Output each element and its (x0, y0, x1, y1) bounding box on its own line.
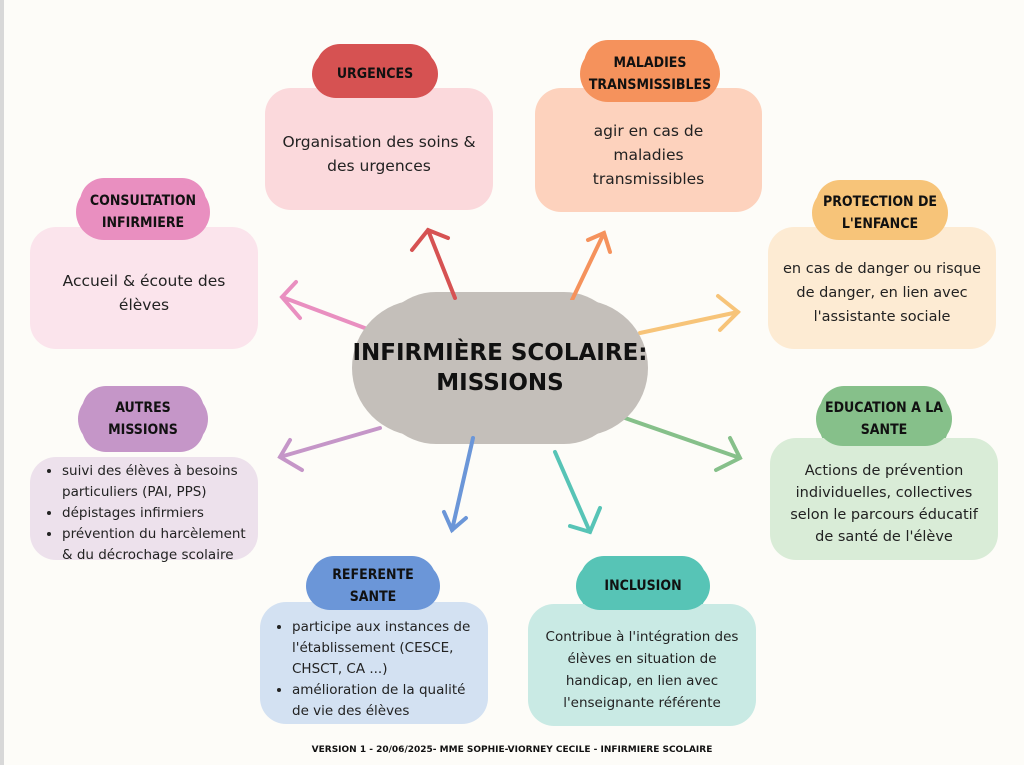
autres-label: AUTRES MISSIONS (78, 386, 208, 452)
maladies-text: agir en cas de maladies transmissibles (592, 122, 705, 188)
urgences-text: Organisation des soins & des urgences (282, 133, 476, 175)
arrow-education (623, 416, 743, 472)
central-topic: INFIRMIÈRE SCOLAIRE: MISSIONS (352, 292, 648, 444)
footer-credit: VERSION 1 - 20/06/2025- MME SOPHIE-VIORN… (311, 745, 713, 755)
protection-box: en cas de danger ou risque de danger, en… (768, 227, 996, 349)
protection-label: PROTECTION DE L'ENFANCE (812, 180, 948, 246)
maladies-label: MALADIES TRANSMISSIBLES (580, 40, 720, 108)
consultation-text: Accueil & écoute des élèves (62, 272, 226, 314)
inclusion-box: Contribue à l'intégration des élèves en … (528, 604, 756, 726)
list-item: suivi des élèves à besoins particuliers … (62, 461, 248, 503)
arrow-referente (442, 436, 475, 534)
autres-list: suivi des élèves à besoins particuliers … (44, 461, 248, 566)
inclusion-label: INCLUSION (576, 556, 710, 616)
arrow-urgences (410, 227, 457, 300)
education-box: Actions de prévention individuelles, col… (770, 438, 998, 560)
page-edge (0, 0, 4, 765)
arrow-autres (277, 426, 382, 472)
arrow-consultation (279, 280, 372, 332)
urgences-box: Organisation des soins & des urgences (265, 88, 493, 210)
maladies-box: agir en cas de maladies transmissibles (535, 88, 762, 212)
referente-box: participe aux instances de l'établisseme… (260, 602, 488, 724)
list-item: prévention du harcèlement & du décrochag… (62, 524, 248, 566)
autres-box: suivi des élèves à besoins particuliers … (30, 457, 258, 563)
urgences-label: URGENCES (312, 44, 438, 104)
education-text: Actions de prévention individuelles, col… (790, 463, 978, 545)
referente-label: REFERENTE SANTE (306, 556, 440, 616)
referente-list: participe aux instances de l'établisseme… (274, 617, 478, 722)
education-label: EDUCATION A LA SANTE (816, 386, 952, 452)
list-item: participe aux instances de l'établisseme… (292, 617, 478, 680)
list-item: dépistages infirmiers (62, 503, 248, 524)
protection-text: en cas de danger ou risque de danger, en… (783, 261, 981, 325)
arrow-protection (638, 294, 741, 335)
arrow-maladies (570, 230, 612, 302)
consultation-box: Accueil & écoute des élèves (30, 227, 258, 349)
center-title-line1: INFIRMIÈRE SCOLAIRE: (352, 340, 648, 366)
inclusion-text: Contribue à l'intégration des élèves en … (545, 629, 739, 711)
consultation-label: CONSULTATION INFIRMIERE (76, 178, 210, 246)
center-title-line2: MISSIONS (436, 370, 564, 396)
arrow-inclusion (553, 450, 602, 535)
list-item: amélioration de la qualité de vie des él… (292, 680, 478, 722)
